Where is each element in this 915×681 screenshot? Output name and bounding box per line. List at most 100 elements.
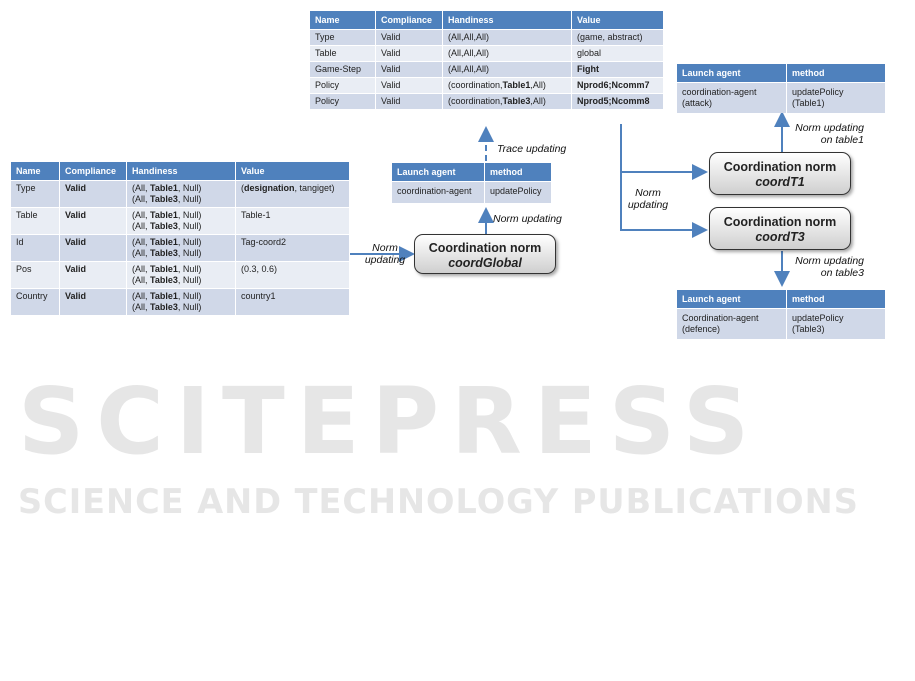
handiness-part: (All, [132, 237, 150, 247]
handiness-part: , Null) [177, 275, 202, 285]
label-norm-updating-table1: Norm updating on table1 [788, 122, 864, 146]
cell-value: (0.3, 0.6) [235, 261, 350, 289]
cell-handiness: (All, Table1, Null) (All, Table3, Null) [126, 261, 236, 289]
handiness-part: , Null) [177, 221, 202, 231]
label-line: Norm [635, 187, 661, 199]
col-launch-agent: Launch agent [677, 64, 787, 83]
arrow-top-to-t1 [620, 124, 708, 180]
handiness-line-1: (All, Table1, Null) [132, 210, 230, 221]
cell-compliance: Valid [59, 261, 127, 289]
handiness-part: (All, [132, 275, 150, 285]
table-row: Policy Valid (coordination,Table1,All) N… [310, 77, 664, 94]
method-line-1: updatePolicy [792, 313, 844, 323]
handiness-part: , Null) [177, 183, 202, 193]
handiness-part: , Null) [177, 248, 202, 258]
handiness-part: ,All) [530, 80, 546, 90]
handiness-part: ,All) [530, 96, 546, 106]
handiness-table: Table3 [150, 221, 178, 231]
handiness-part: (All, [132, 264, 150, 274]
t1-launch-table: Launch agent method coordination-agent (… [677, 64, 886, 113]
handiness-part: , Null) [177, 237, 202, 247]
handiness-part: , Null) [177, 194, 202, 204]
label-norm-updating-global: Norm updating [493, 213, 562, 225]
agent-line-1: coordination-agent [682, 87, 757, 97]
table-row: Coordination-agent (defence) updatePolic… [677, 308, 886, 339]
node-coord-t3[interactable]: Coordination norm coordT3 [709, 207, 851, 250]
node-title: Coordination norm [723, 160, 837, 174]
value-part: , tangiget) [294, 183, 335, 193]
handiness-part: (All, [132, 183, 150, 193]
handiness-part: (coordination, [448, 80, 503, 90]
cell-agent: coordination-agent (attack) [677, 82, 787, 113]
handiness-table: Table3 [150, 302, 178, 312]
handiness-table: Table1 [150, 237, 178, 247]
cell-compliance: Valid [375, 77, 443, 94]
node-name: coordT3 [755, 230, 805, 244]
handiness-part: (All, [132, 221, 150, 231]
handiness-part: (All, [132, 194, 150, 204]
node-title: Coordination norm [723, 215, 837, 229]
watermark-tagline: SCIENCE AND TECHNOLOGY PUBLICATIONS [18, 482, 859, 521]
handiness-part: (All, [132, 248, 150, 258]
method-line-2: (Table1) [792, 98, 825, 108]
method-line-2: (Table3) [792, 324, 825, 334]
table-row: Policy Valid (coordination,Table3,All) N… [310, 93, 664, 109]
value-part: ( [241, 183, 244, 193]
label-trace-updating: Trace updating [497, 143, 567, 155]
node-coord-global[interactable]: Coordination norm coordGlobal [414, 234, 556, 274]
cell-compliance: Valid [375, 29, 443, 46]
table-header: Launch agent method [392, 163, 552, 182]
cell-value: country1 [235, 288, 350, 315]
cell-name: Table [11, 207, 60, 235]
agent-line-1: Coordination-agent [682, 313, 759, 323]
method-line-1: updatePolicy [792, 87, 844, 97]
label-line: Norm updating [795, 255, 864, 267]
handiness-line-2: (All, Table3, Null) [132, 248, 230, 259]
table-row: coordination-agent (attack) updatePolicy… [677, 82, 886, 113]
col-handiness: Handiness [442, 11, 572, 30]
left-norm-table: Name Compliance Handiness Value Type Val… [11, 162, 350, 315]
top-norm-table: Name Compliance Handiness Value Type Val… [310, 11, 664, 109]
col-launch-agent: Launch agent [677, 290, 787, 309]
arrow-top-to-t3 [620, 172, 708, 238]
handiness-line-2: (All, Table3, Null) [132, 221, 230, 232]
label-norm-updating-table3: Norm updating on table3 [788, 255, 864, 279]
cell-name: Pos [11, 261, 60, 289]
col-value: Value [235, 162, 350, 181]
handiness-line-1: (All, Table1, Null) [132, 237, 230, 248]
handiness-line-2: (All, Table3, Null) [132, 302, 230, 313]
table-row: Country Valid (All, Table1, Null) (All, … [11, 288, 350, 315]
handiness-line-1: (All, Table1, Null) [132, 264, 230, 275]
cell-name: Policy [310, 93, 376, 109]
cell-handiness: (All, Table1, Null) (All, Table3, Null) [126, 234, 236, 262]
handiness-table: Table1 [150, 183, 178, 193]
handiness-part: (All, [132, 210, 150, 220]
label-line: Norm updating [795, 122, 864, 134]
col-method: method [484, 163, 552, 182]
cell-method: updatePolicy (Table3) [786, 308, 886, 339]
node-name: coordGlobal [448, 256, 522, 270]
agent-line-2: (attack) [682, 98, 713, 108]
cell-name: Type [310, 29, 376, 46]
label-line: on table3 [820, 267, 864, 279]
col-name: Name [11, 162, 60, 181]
label-norm-updating-left: Norm updating [362, 242, 408, 266]
cell-compliance: Valid [375, 93, 443, 109]
handiness-part: , Null) [177, 264, 202, 274]
col-compliance: Compliance [375, 11, 443, 30]
node-coord-t1[interactable]: Coordination norm coordT1 [709, 152, 851, 195]
cell-handiness: (All,All,All) [442, 45, 572, 62]
cell-compliance: Valid [59, 234, 127, 262]
cell-value: Table-1 [235, 207, 350, 235]
handiness-part: , Null) [177, 291, 202, 301]
cell-handiness: (coordination,Table3,All) [442, 93, 572, 109]
cell-compliance: Valid [59, 180, 127, 208]
col-launch-agent: Launch agent [392, 163, 485, 182]
handiness-table: Table3 [150, 194, 178, 204]
cell-handiness: (All, Table1, Null) (All, Table3, Null) [126, 207, 236, 235]
cell-value: Nprod6;Ncomm7 [571, 77, 664, 94]
handiness-table: Table1 [150, 291, 178, 301]
value-bold: designation [244, 183, 295, 193]
agent-line-2: (defence) [682, 324, 721, 334]
